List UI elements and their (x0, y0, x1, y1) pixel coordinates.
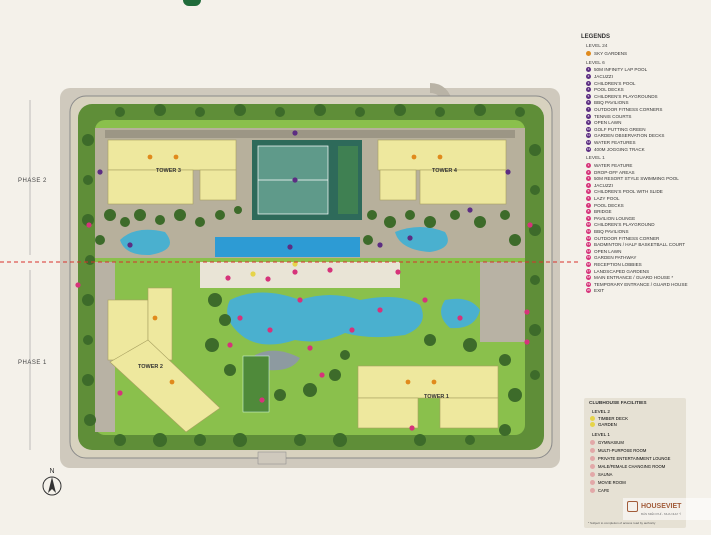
east-driveway (480, 262, 525, 342)
clubhouse-item: GARDEN (590, 422, 686, 429)
jogging-track (105, 130, 515, 138)
tower-3-building (107, 139, 237, 205)
level6-pool-west (120, 229, 170, 256)
clubhouse-level2-label: LEVEL 2 (592, 409, 610, 414)
legend-title: LEGENDS (581, 34, 611, 40)
level6-markers (97, 130, 511, 250)
tower-2-label: TOWER 2 (138, 364, 163, 370)
tower-1-building (357, 365, 499, 429)
clubhouse-item: MOVIE ROOM (590, 478, 686, 486)
clubhouse-title: CLUBHOUSE FACILITIES (589, 401, 647, 406)
brand-watermark: HOUSEVIET BÁN MIỄN PHÍ - MUA NHƯ Ý (623, 498, 711, 520)
legend-level6-label: LEVEL 6 (586, 60, 605, 66)
level1-markers (75, 222, 533, 463)
drop-off-plaza (200, 262, 400, 288)
tennis-court-side (338, 146, 358, 214)
tower-4-building (377, 139, 507, 205)
podium-trees (95, 206, 521, 246)
sky-garden-markers (147, 154, 443, 385)
clubhouse-item: MALE/FEMALE CHANGING ROOM (590, 462, 686, 470)
header-tab-marker (183, 0, 201, 6)
clubhouse-item: TIMBER DECK (590, 415, 686, 422)
clubhouse-markers (250, 261, 298, 277)
north-compass-icon: N (40, 468, 64, 498)
phase-1-label: PHASE 1 (18, 360, 47, 366)
badminton-court (242, 355, 270, 413)
clubhouse-item: SAUNA (590, 470, 686, 478)
clubhouse-item: CAFE (590, 486, 686, 494)
house-logo-icon (627, 501, 638, 512)
level6-pool-east (395, 227, 448, 252)
clubhouse-level1-label: LEVEL 1 (592, 432, 610, 438)
legend-level1-label: LEVEL 1 (586, 156, 605, 162)
clubhouse-item: PRIVATE ENTERTAINMENT LOUNGE (590, 454, 686, 462)
brand-tagline: BÁN MIỄN PHÍ - MUA NHƯ Ý (641, 512, 682, 516)
footnote: * Subject to completion of access road b… (588, 521, 656, 525)
legend-item: SKY GARDENS (586, 50, 709, 57)
phase-2-label: PHASE 2 (18, 178, 47, 184)
legend-level24-label: LEVEL 24 (586, 44, 608, 49)
tower-1-label: TOWER 1 (424, 394, 449, 400)
main-entrance (257, 451, 287, 465)
tower-4-label: TOWER 4 (432, 168, 457, 174)
lazy-pool-east (441, 298, 480, 329)
ground-trees (82, 104, 541, 447)
tower-2-building (107, 287, 221, 433)
brand-name: HOUSEVIET (641, 503, 682, 510)
tower-3-label: TOWER 3 (156, 168, 181, 174)
clubhouse-item: GYMNASIUM (590, 438, 686, 446)
resort-swimming-pool (227, 292, 423, 345)
clubhouse-item: MULTI-PURPOSE ROOM (590, 446, 686, 454)
